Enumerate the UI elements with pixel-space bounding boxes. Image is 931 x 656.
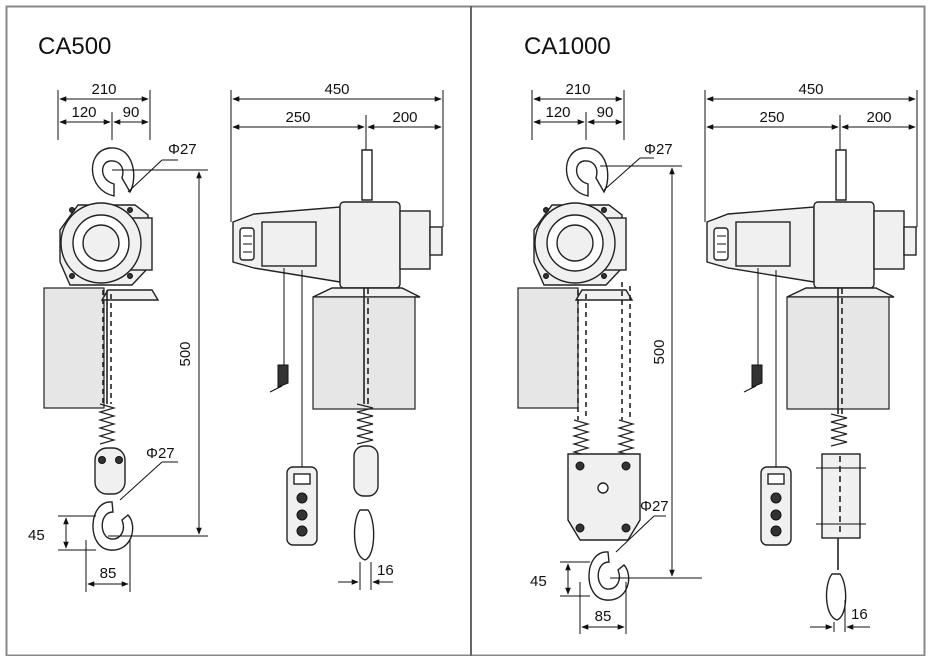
side-dimensions	[704, 90, 918, 632]
dim-side-right: 200	[866, 109, 891, 126]
dim-hook-width: 85	[595, 608, 612, 625]
dim-width-left: 120	[71, 104, 96, 121]
dim-side-left: 250	[759, 109, 784, 126]
dim-hook-bottom: Φ27	[146, 445, 175, 462]
dim-height: 500	[177, 341, 194, 366]
front-view-drawing	[517, 147, 641, 601]
side-dimensions	[230, 90, 444, 590]
panel-title: CA500	[38, 33, 111, 60]
dim-hook-drop: 45	[28, 527, 45, 544]
panel-ca1000: CA1000	[517, 33, 918, 634]
dim-chain-width: 16	[377, 562, 394, 579]
front-dimensions	[57, 90, 208, 592]
dim-height: 500	[651, 339, 668, 364]
dim-width-left: 120	[545, 104, 570, 121]
front-view-drawing	[43, 147, 159, 551]
dim-hook-width: 85	[100, 565, 117, 582]
dim-hook-bottom: Φ27	[640, 498, 669, 515]
dim-hook-top: Φ27	[168, 141, 197, 158]
dim-width-total: 210	[565, 81, 590, 98]
dim-side-total: 450	[798, 81, 823, 98]
front-dimensions	[531, 90, 702, 634]
side-view-drawing	[232, 149, 443, 561]
dim-width-total: 210	[91, 81, 116, 98]
dim-width-right: 90	[597, 104, 614, 121]
panel-title: CA1000	[524, 33, 611, 60]
dim-side-right: 200	[392, 109, 417, 126]
panel-ca500: CA500	[28, 33, 444, 592]
dim-hook-top: Φ27	[644, 141, 673, 158]
side-view-drawing	[706, 149, 917, 621]
dim-hook-drop: 45	[530, 573, 547, 590]
dim-width-right: 90	[123, 104, 140, 121]
dim-side-total: 450	[324, 81, 349, 98]
dim-side-left: 250	[285, 109, 310, 126]
dim-chain-width: 16	[851, 606, 868, 623]
